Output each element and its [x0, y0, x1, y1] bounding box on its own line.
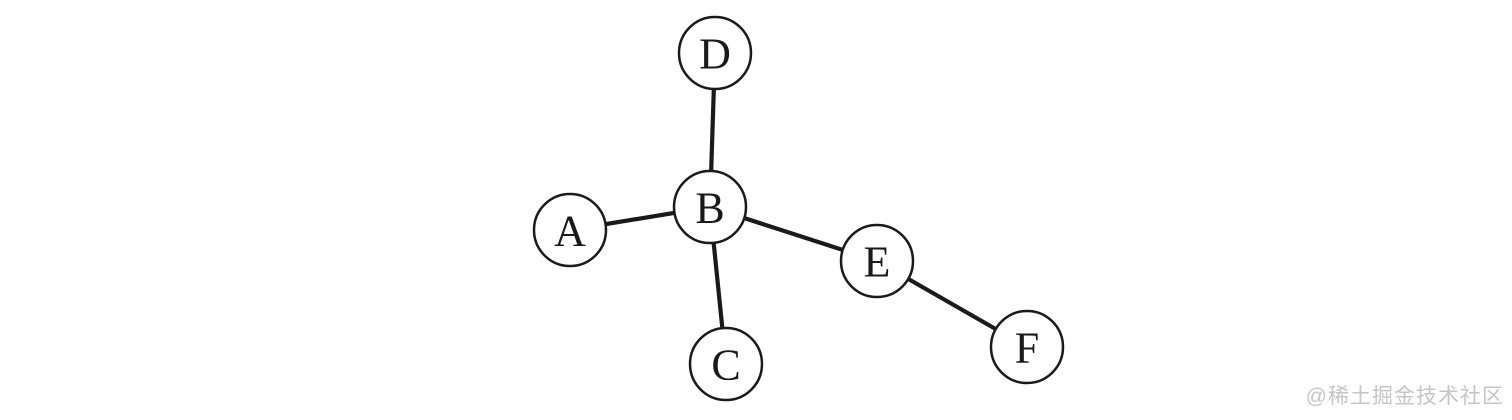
graph-node-C: C — [688, 326, 764, 402]
graph-node-label-B: B — [695, 183, 724, 232]
graph-node-circle-B — [672, 169, 748, 245]
graph-node-circle-F — [989, 309, 1065, 385]
graph-node-B: B — [672, 169, 748, 245]
graph-node-circle-D — [677, 15, 753, 91]
graph-node-A: A — [532, 192, 608, 268]
graph-node-label-A: A — [554, 206, 586, 255]
graph-node-circle-C — [688, 326, 764, 402]
graph-node-D: D — [677, 15, 753, 91]
graph-node-label-E: E — [864, 237, 891, 286]
graph-node-label-F: F — [1015, 323, 1039, 372]
watermark-text: @稀土掘金技术社区 — [1305, 385, 1504, 408]
graph-node-label-C: C — [711, 340, 740, 389]
graph-node-circle-E — [839, 223, 915, 299]
graph-node-circle-A — [532, 192, 608, 268]
graph-node-F: F — [989, 309, 1065, 385]
graph-node-E: E — [839, 223, 915, 299]
graph-node-label-D: D — [699, 29, 731, 78]
